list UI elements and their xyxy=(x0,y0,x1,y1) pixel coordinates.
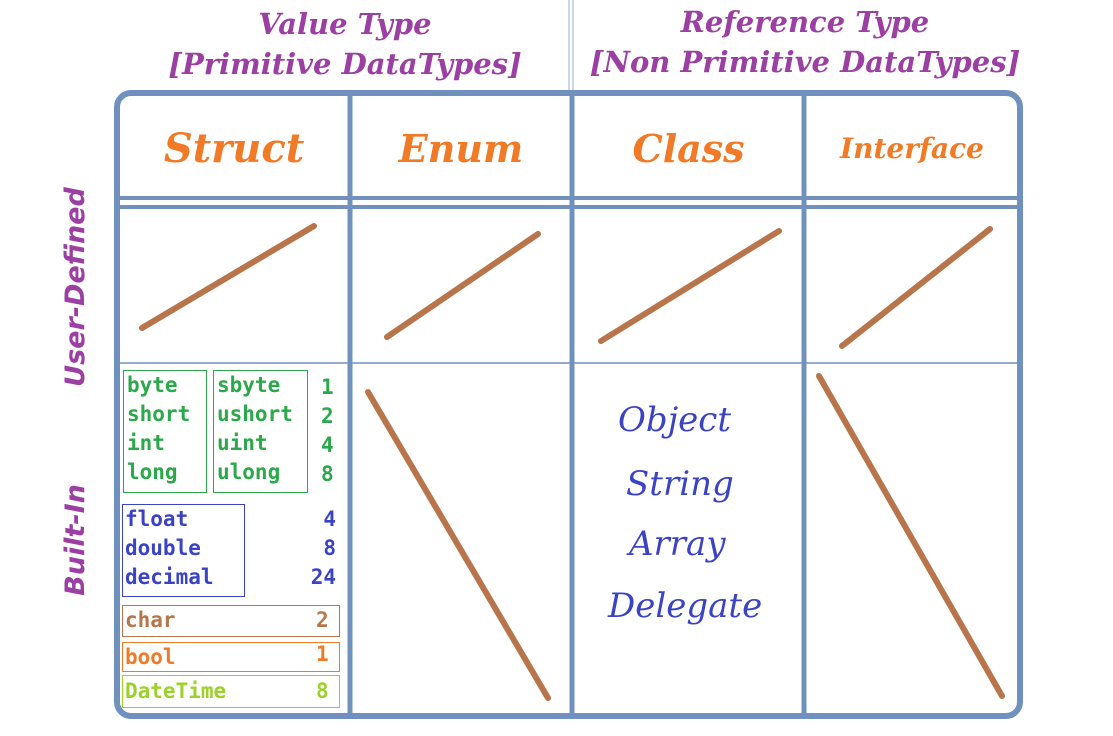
table-frame xyxy=(114,90,1023,719)
na-mark-interface-builtin xyxy=(816,373,1005,699)
size-decimal: 24 xyxy=(310,565,336,589)
type-char: char xyxy=(125,608,176,632)
datetime-box xyxy=(122,675,340,708)
type-datetime: DateTime xyxy=(125,679,227,703)
column-heading-interface: Interface xyxy=(839,131,984,165)
integer-signed-box xyxy=(123,370,207,493)
floating-box xyxy=(122,504,245,597)
size-1: 1 xyxy=(321,375,334,399)
na-mark-enum-user xyxy=(384,231,541,340)
integer-signed-list: byte short int long xyxy=(127,371,190,487)
size-char: 2 xyxy=(316,608,329,632)
type-ulong: ulong xyxy=(217,460,281,484)
row-label-user-defined: User-Defined xyxy=(60,187,91,387)
type-sbyte: sbyte xyxy=(217,373,281,397)
column-heading-class: Class xyxy=(632,125,745,171)
column-heading-struct: Struct xyxy=(163,124,305,172)
bool-box xyxy=(122,642,340,672)
integer-size-list: 1 2 4 8 xyxy=(321,373,334,489)
size-2: 2 xyxy=(321,404,334,428)
integer-unsigned-box xyxy=(213,370,308,493)
type-ushort: ushort xyxy=(217,402,293,426)
size-datetime: 8 xyxy=(316,679,329,703)
type-byte: byte xyxy=(127,373,178,397)
integer-unsigned-list: sbyte ushort uint ulong xyxy=(217,371,293,487)
floating-list: float double decimal xyxy=(125,505,214,592)
type-double: double xyxy=(125,536,201,560)
class-array: Array xyxy=(629,524,726,564)
reference-type-subtitle: [Non Primitive DataTypes] xyxy=(589,45,1021,79)
class-object: Object xyxy=(618,400,732,440)
size-4: 4 xyxy=(321,433,334,457)
type-short: short xyxy=(127,402,191,426)
reference-type-title: Reference Type xyxy=(680,5,930,39)
na-mark-class-user xyxy=(598,228,782,344)
size-double: 8 xyxy=(323,536,336,560)
floating-size-list: 4 8 24 xyxy=(292,505,336,592)
size-float: 4 xyxy=(323,507,336,531)
na-mark-struct-user xyxy=(139,223,317,331)
column-heading-enum: Enum xyxy=(398,125,524,171)
class-delegate: Delegate xyxy=(608,586,763,626)
na-mark-enum-builtin xyxy=(365,389,551,701)
type-bool: bool xyxy=(125,645,176,669)
row-label-built-in: Built-In xyxy=(60,484,91,596)
value-type-title: Value Type xyxy=(258,7,432,41)
type-uint: uint xyxy=(217,431,268,455)
class-string: String xyxy=(626,464,734,504)
type-float: float xyxy=(125,507,189,531)
na-mark-interface-user xyxy=(839,226,993,349)
value-type-subtitle: [Primitive DataTypes] xyxy=(168,47,522,81)
char-box xyxy=(122,605,340,637)
size-bool: 1 xyxy=(316,642,329,666)
reference-type-header: Reference Type [Non Primitive DataTypes] xyxy=(575,2,1035,82)
type-long: long xyxy=(127,460,178,484)
value-type-header: Value Type [Primitive DataTypes] xyxy=(120,4,570,84)
type-int: int xyxy=(127,431,165,455)
size-8: 8 xyxy=(321,462,334,486)
type-decimal: decimal xyxy=(125,565,214,589)
